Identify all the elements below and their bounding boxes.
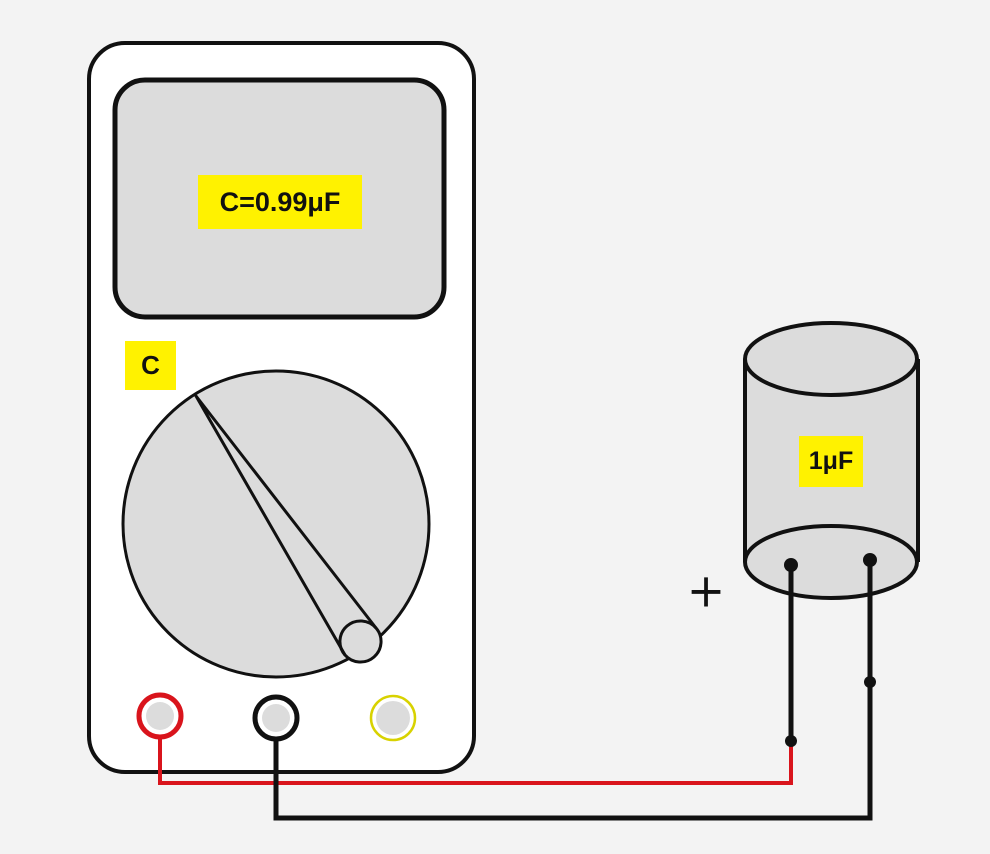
black-test-lead — [273, 682, 873, 821]
positive-junction-dot — [785, 735, 797, 747]
red-test-lead — [158, 716, 793, 785]
capacitor-negative-terminal — [863, 553, 877, 567]
dial-pointer — [194, 394, 383, 664]
capacitor-value-label: 1μF — [799, 436, 863, 487]
capacitor-positive-terminal — [784, 558, 798, 572]
capacitor-top — [743, 321, 919, 397]
spare-jack[interactable] — [369, 694, 417, 742]
dial-pointer-tip-arc — [338, 619, 378, 656]
positive-jack[interactable] — [136, 692, 184, 740]
display-reading: C=0.99μF — [198, 175, 362, 229]
selector-mode-label: C — [125, 341, 176, 390]
common-jack[interactable] — [252, 694, 300, 742]
positive-polarity-mark: + — [687, 564, 726, 618]
negative-junction-dot — [864, 676, 876, 688]
capacitor-bottom — [743, 524, 919, 600]
